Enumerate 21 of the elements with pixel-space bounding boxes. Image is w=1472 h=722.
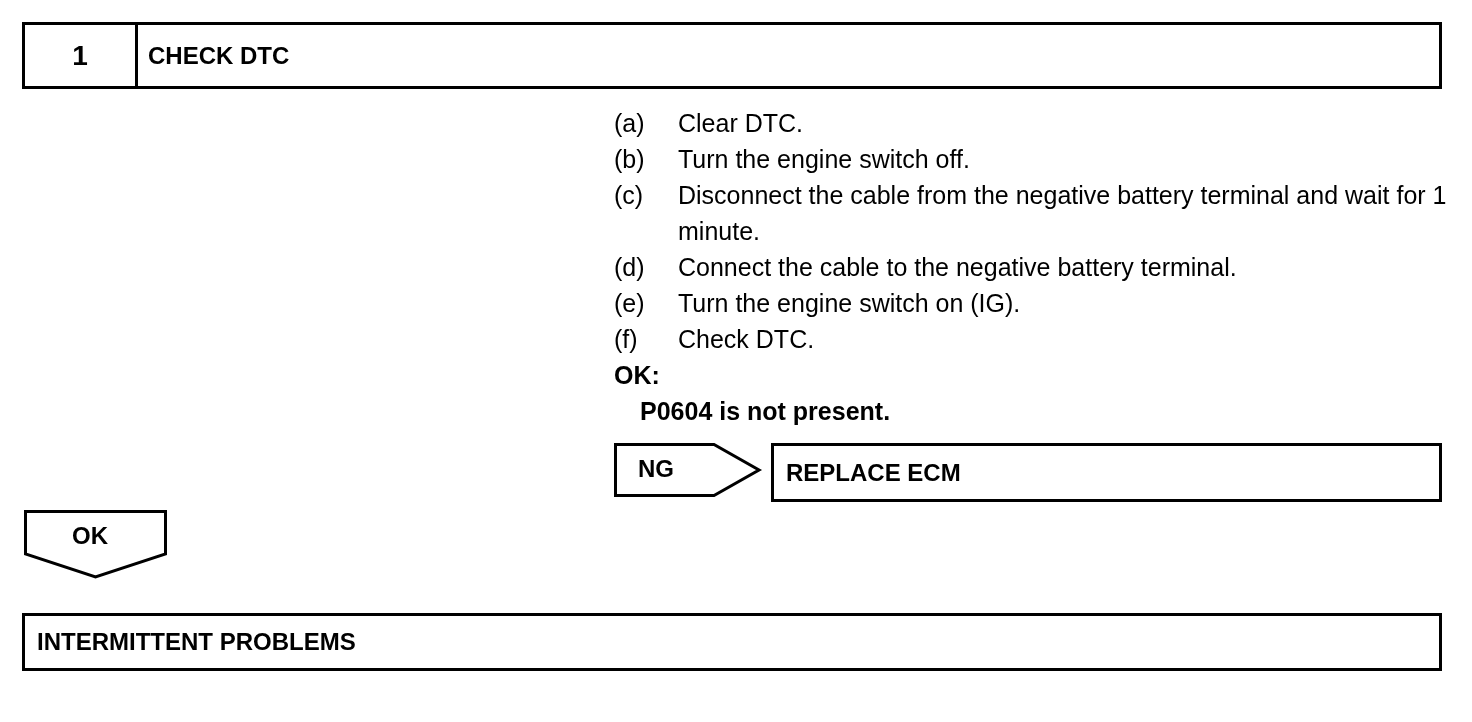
instruction-text: Turn the engine switch off. [678,144,971,175]
step-letter: (b) [614,144,645,175]
step-letter: (d) [614,252,645,283]
step-header-box [22,22,1442,89]
result-text: P0604 is not present. [640,396,891,427]
instruction-text: Disconnect the cable from the negative battery terminal and wait for 1 minute. [678,180,1448,247]
result-label: NG [638,455,674,483]
instruction-text: Clear DTC. [678,108,804,139]
action-box: INTERMITTENT PROBLEMS [22,613,1442,671]
step-title: CHECK DTC [147,40,291,71]
step-letter: (c) [614,180,644,211]
step-letter: (a) [614,108,645,139]
instruction-text: Connect the cable to the negative battery terminal. [678,252,1238,283]
step-letter: (f) [614,324,638,355]
instruction-text: Check DTC. [678,324,816,355]
step-letter: (e) [614,288,645,319]
action-box: REPLACE ECM [771,443,1442,502]
step-number: 1 [25,25,138,86]
result-label: OK [72,522,108,550]
instruction-text: Turn the engine switch on (IG). [678,288,1022,319]
result-heading: OK: [614,360,660,391]
